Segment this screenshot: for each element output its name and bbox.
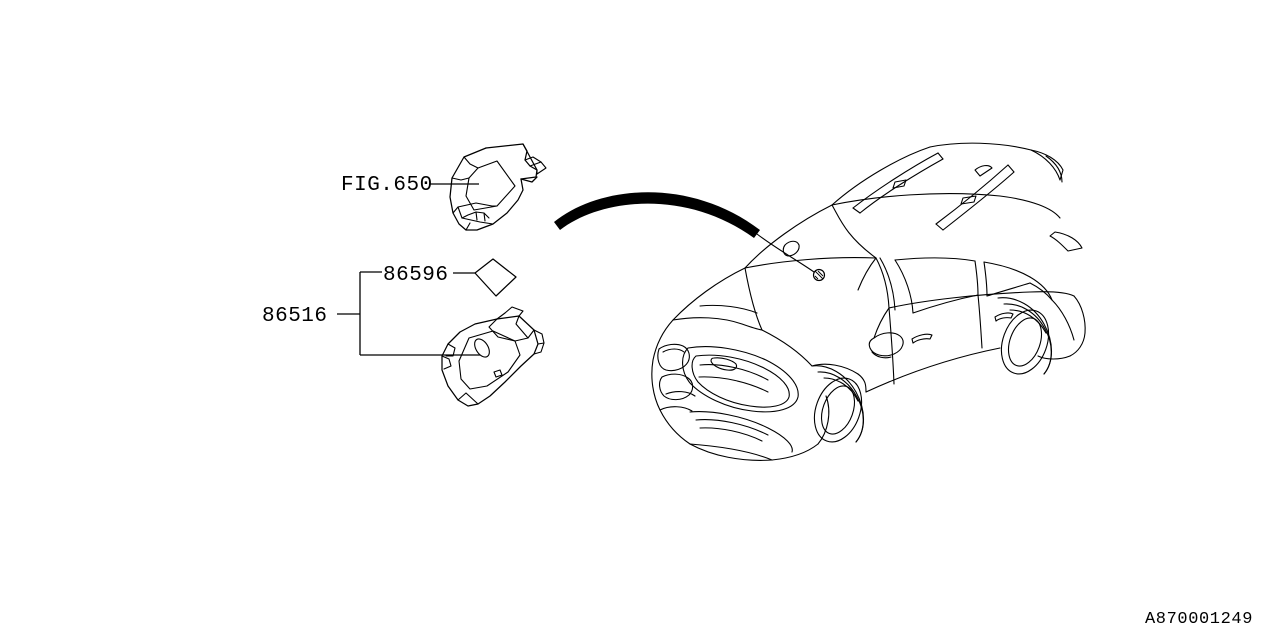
sheet-id-label: A870001249 (1145, 610, 1253, 629)
fig-650-label: FIG.650 (341, 174, 433, 197)
vehicle-front-fascia (651, 319, 830, 461)
pad-part (474, 258, 517, 297)
fig-650-callout-group: FIG.650 (341, 174, 479, 197)
pad-86596-label: 86596 (383, 264, 449, 287)
vehicle-rear-wheel (997, 297, 1053, 375)
windshield-mount-target (812, 268, 826, 282)
assembly-bracket-group: 86516 86596 (262, 264, 480, 356)
vehicle-side-mirror (868, 307, 904, 359)
vehicle-leader-arc (554, 192, 815, 273)
vehicle-front-wheel (811, 365, 865, 443)
vehicle-illustration (651, 142, 1086, 461)
unit-body-part (441, 306, 545, 407)
assembly-86516-label: 86516 (262, 305, 328, 328)
vehicle-body-side (865, 231, 1086, 393)
vehicle-hood (672, 257, 877, 393)
vehicle-glass (744, 204, 1053, 314)
receiver-module-part (449, 143, 547, 231)
vehicle-roof (831, 142, 1064, 231)
